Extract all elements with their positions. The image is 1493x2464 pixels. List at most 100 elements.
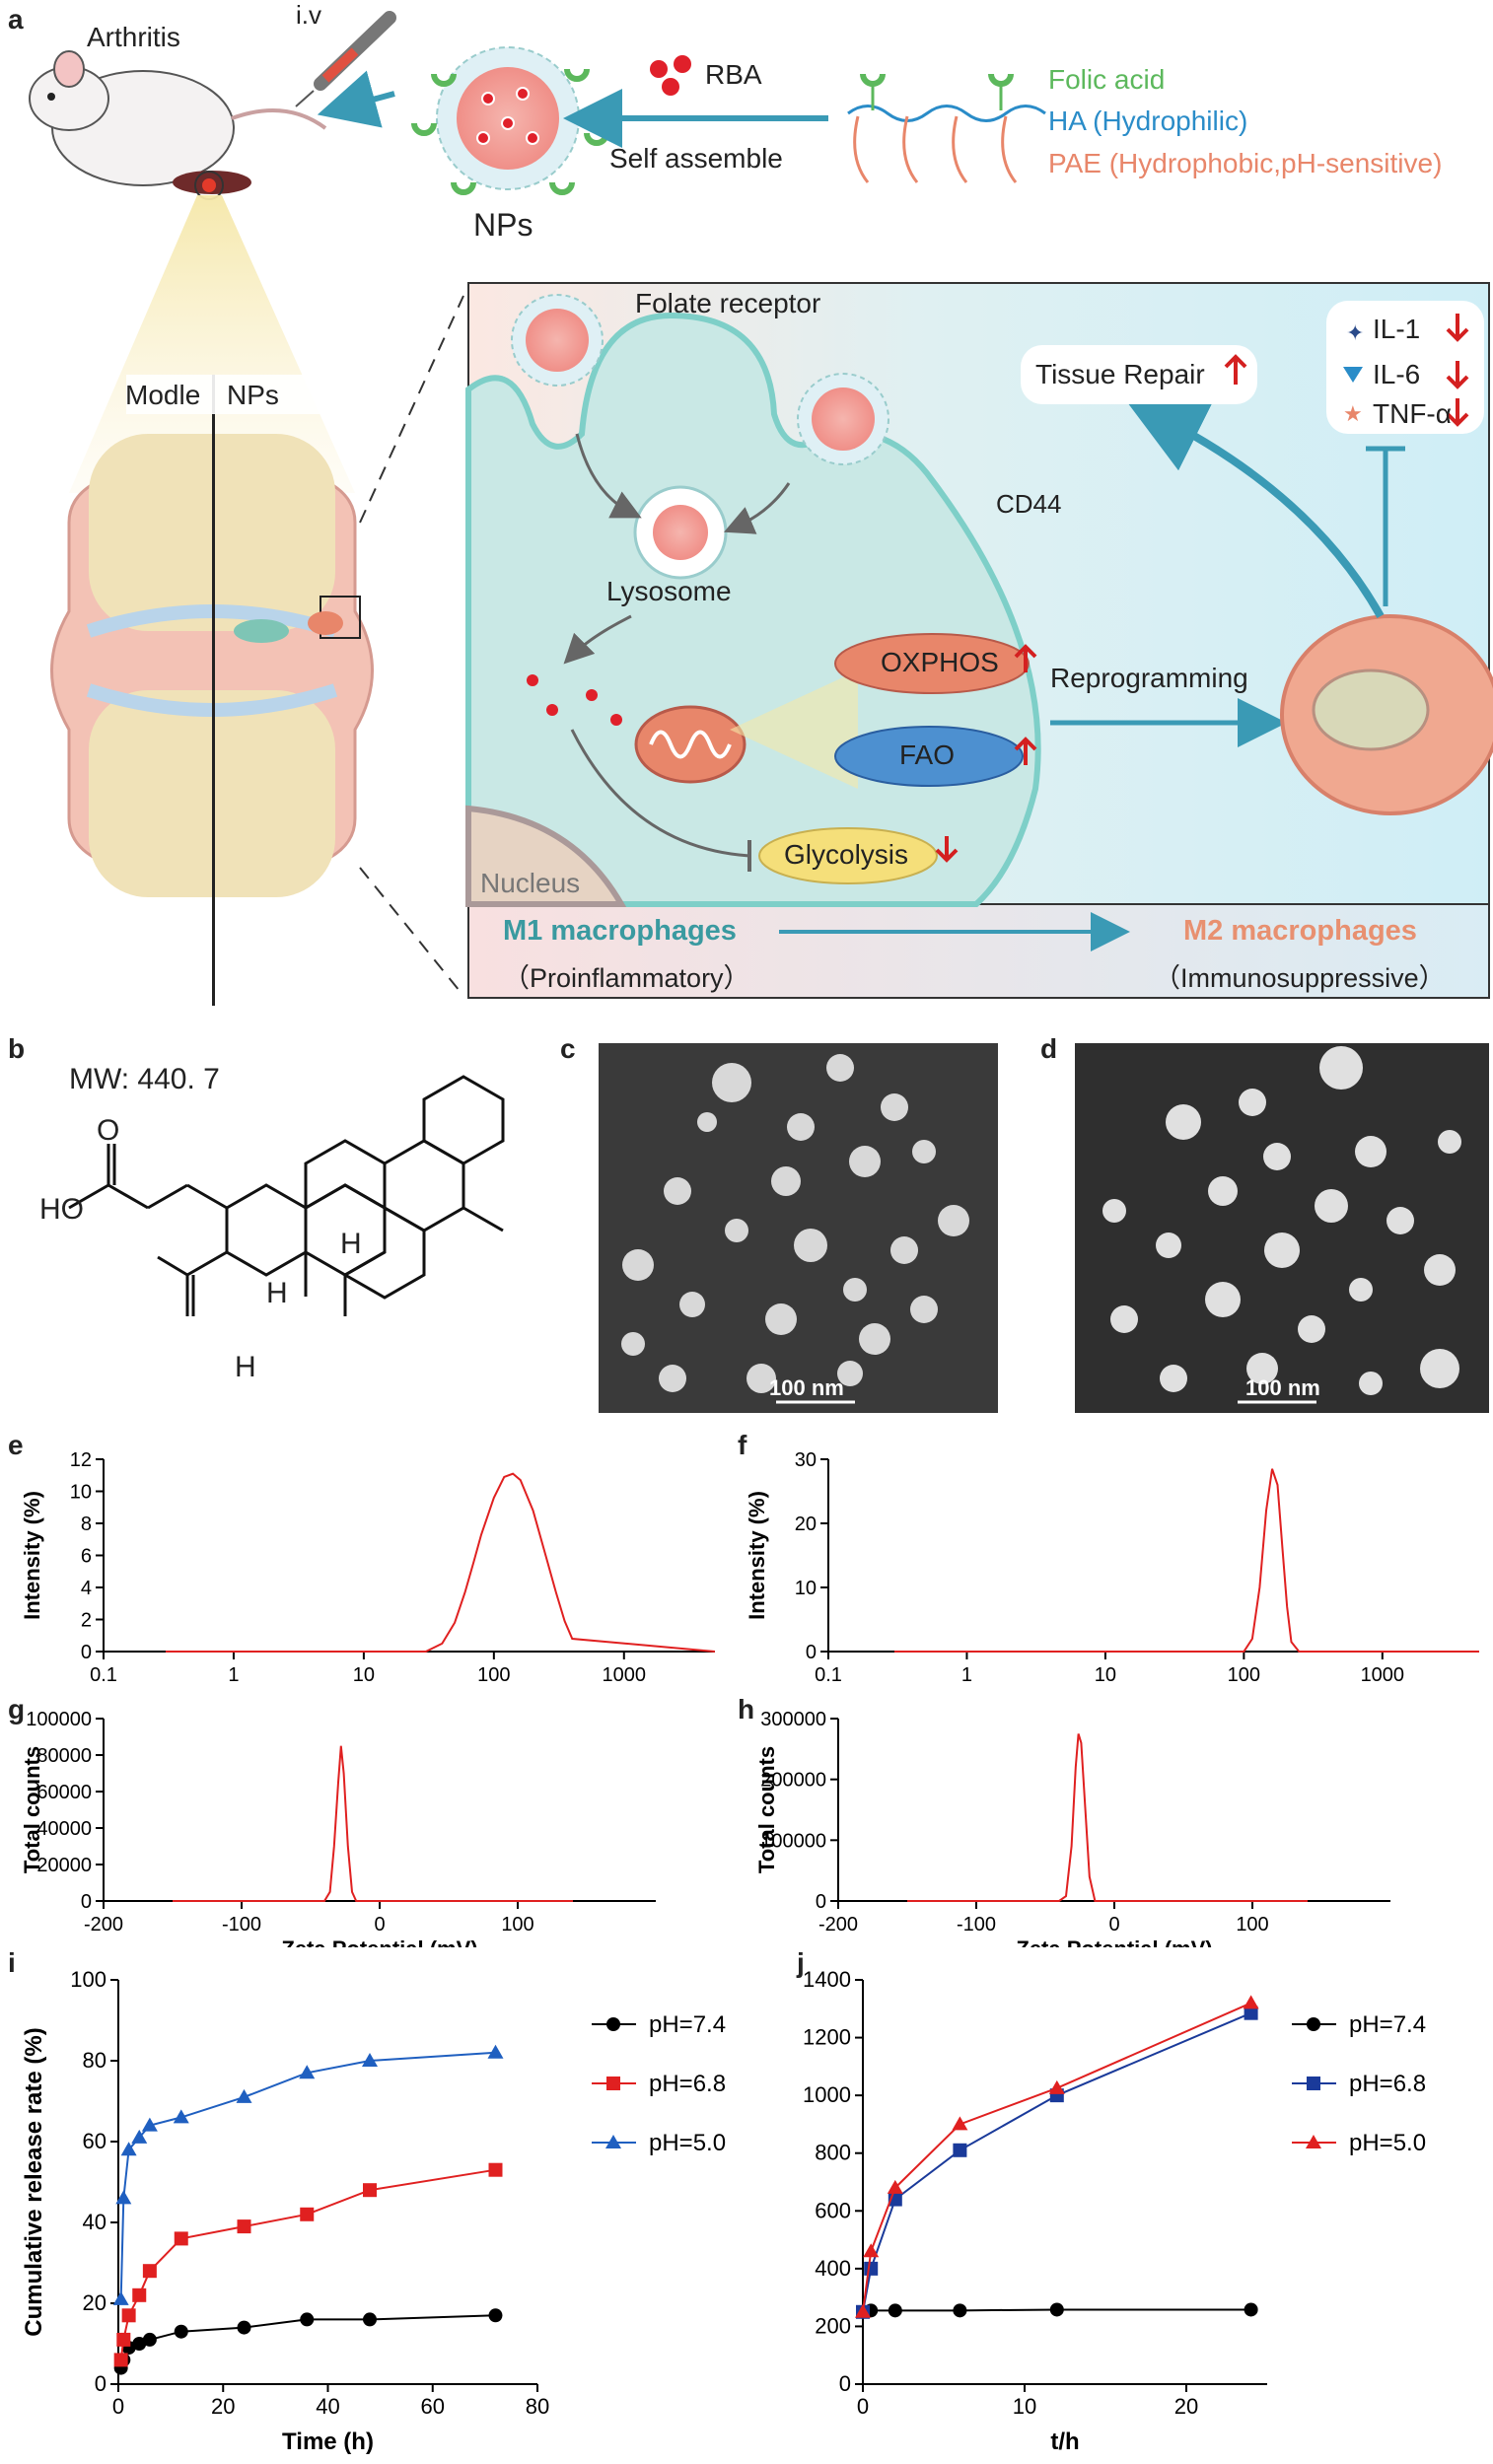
- nanoparticle-c-9: [938, 1205, 969, 1236]
- data-point-i-1: [174, 2231, 188, 2246]
- data-point-i-2: [115, 2190, 132, 2205]
- nanoparticle-c-18: [621, 1332, 645, 1356]
- x-axis-label-j: t/h: [1050, 2429, 1079, 2455]
- nanoparticle-d-9: [1386, 1207, 1414, 1234]
- legend-ha: HA (Hydrophilic): [1048, 106, 1248, 136]
- y-tick-label-i: 40: [83, 2210, 107, 2234]
- panel-letter-j: j: [797, 1947, 805, 1978]
- data-point-j-2: [1048, 2079, 1065, 2094]
- nanoparticle-c-13: [622, 1249, 654, 1281]
- data-point-j-2: [863, 2243, 880, 2258]
- scale-bar-d: 100 nm: [1245, 1375, 1320, 1400]
- series-line-i-1: [119, 2168, 496, 2360]
- data-point-i-2: [112, 2290, 129, 2305]
- legend-label-i-2: pH=5.0: [649, 2130, 726, 2156]
- scale-bar-c: 100 nm: [769, 1375, 844, 1400]
- series-line-j-2: [862, 2002, 1252, 2312]
- x-tick-label-f: 0.1: [815, 1664, 842, 1686]
- data-point-i-1: [488, 2162, 503, 2177]
- nanoparticle-d-18: [1160, 1365, 1187, 1392]
- y-axis-label-e: Intensity (%): [20, 1491, 44, 1620]
- reprogramming-label: Reprogramming: [1050, 663, 1248, 693]
- legend-marker-i-2: [605, 2135, 621, 2148]
- data-point-i-0: [174, 2324, 188, 2339]
- y-tick-label-h: 300000: [760, 1709, 826, 1730]
- y-tick-label-e: 12: [70, 1449, 92, 1471]
- x-tick-label-e: 10: [353, 1664, 375, 1686]
- y-tick-label-j: 1200: [803, 2025, 851, 2050]
- data-point-i-2: [236, 2088, 252, 2103]
- y-tick-label-i: 80: [83, 2048, 107, 2073]
- y-axis-label-h: Total counts: [754, 1746, 779, 1873]
- mouse-illustration: [29, 50, 327, 200]
- nanoparticle-d-12: [1424, 1254, 1456, 1286]
- rba-label: RBA: [705, 59, 762, 90]
- series-line-f-0: [894, 1468, 1479, 1653]
- y-tick-label-e: 4: [81, 1578, 92, 1599]
- nanoparticle-d-10: [1156, 1232, 1181, 1258]
- panel-a-illustration: ✦ ★: [29, 11, 1493, 1006]
- nanoparticle-c-19: [859, 1323, 890, 1355]
- data-point-j-1: [953, 2143, 967, 2157]
- nanoparticle-d-20: [1359, 1372, 1383, 1395]
- panel-letter-g: g: [8, 1694, 26, 1725]
- m2-label: M2 macrophages: [1183, 915, 1417, 947]
- x-axis-label-h: Zeta Potential (mV): [1016, 1936, 1212, 1947]
- data-point-i-0: [488, 2308, 503, 2323]
- x-tick-label-f: 10: [1095, 1664, 1116, 1686]
- legend-marker-j-2: [1306, 2135, 1321, 2148]
- x-tick-label-h: -100: [957, 1914, 996, 1936]
- panel-letter-i: i: [8, 1947, 16, 1978]
- data-point-i-2: [299, 2065, 316, 2079]
- y-tick-label-e: 10: [70, 1482, 92, 1504]
- panel-letter-e: e: [8, 1430, 24, 1460]
- y-axis-label-f: Intensity (%): [745, 1491, 769, 1620]
- nanoparticle-d-14: [1205, 1282, 1241, 1317]
- iv-label: i.v: [296, 0, 321, 30]
- x-tick-label-h: -200: [818, 1914, 858, 1936]
- y-tick-label-h: 0: [816, 1891, 826, 1913]
- x-tick-label-j: 20: [1174, 2394, 1198, 2419]
- y-tick-label-e: 6: [81, 1546, 92, 1568]
- data-point-j-2: [1243, 1995, 1259, 2009]
- y-tick-label-i: 60: [83, 2129, 107, 2153]
- nanoparticle-c-8: [664, 1177, 691, 1205]
- data-point-i-1: [142, 2264, 157, 2279]
- folate-receptor-label: Folate receptor: [635, 288, 821, 318]
- series-line-i-2: [119, 2051, 496, 2299]
- y-tick-label-g: 60000: [36, 1782, 92, 1803]
- y-tick-label-e: 2: [81, 1610, 92, 1632]
- x-tick-label-f: 1: [961, 1664, 972, 1686]
- nanoparticle-d-8: [1102, 1199, 1126, 1223]
- fao-label: FAO: [899, 739, 956, 770]
- y-tick-label-f: 0: [806, 1642, 817, 1663]
- data-point-j-2: [855, 2303, 871, 2318]
- x-tick-label-g: -200: [84, 1914, 123, 1936]
- nanoparticle-c-10: [725, 1219, 748, 1242]
- arthritis-label: Arthritis: [87, 22, 180, 52]
- m1-label: M1 macrophages: [503, 915, 737, 947]
- nps-joint-label: NPs: [227, 380, 279, 410]
- y-tick-label-f: 10: [795, 1578, 817, 1599]
- nanoparticle-c-1: [826, 1054, 854, 1082]
- x-tick-label-f: 100: [1228, 1664, 1260, 1686]
- y-axis-label-g: Total counts: [20, 1746, 44, 1873]
- ho-label: HO: [39, 1193, 84, 1226]
- y-tick-label-e: 0: [81, 1642, 92, 1663]
- data-point-i-1: [113, 2353, 128, 2367]
- svg-text:★: ★: [1343, 401, 1363, 426]
- x-tick-label-i: 20: [211, 2394, 235, 2419]
- x-tick-label-i: 0: [112, 2394, 124, 2419]
- y-tick-label-i: 20: [83, 2290, 107, 2315]
- y-tick-label-f: 30: [795, 1449, 817, 1471]
- data-point-i-1: [237, 2219, 251, 2234]
- nanoparticle-c-3: [697, 1112, 717, 1132]
- legend-label-i-1: pH=6.8: [649, 2071, 726, 2097]
- data-point-i-2: [487, 2044, 504, 2059]
- molecular-weight: MW: 440. 7: [69, 1063, 220, 1095]
- nanoparticle-c-5: [912, 1140, 936, 1163]
- self-assemble-label: Self assemble: [609, 143, 783, 174]
- series-line-h-0: [907, 1733, 1308, 1902]
